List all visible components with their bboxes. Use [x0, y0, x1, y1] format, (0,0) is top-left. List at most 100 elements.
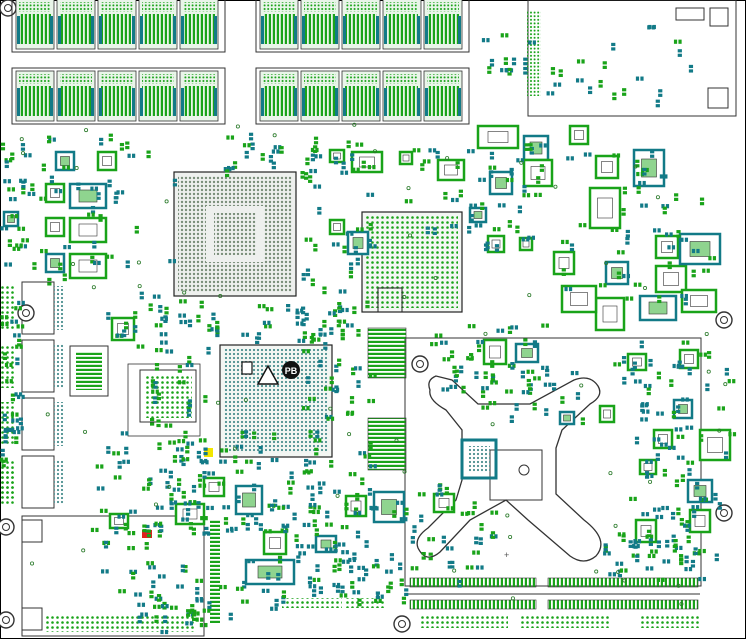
passive-pad — [367, 165, 372, 170]
passive-pad — [449, 354, 455, 359]
passive-pad — [685, 425, 689, 430]
passive-pad — [99, 137, 104, 142]
passive-pad — [317, 211, 322, 215]
passive-pad — [348, 472, 352, 477]
passive-pad — [702, 548, 706, 554]
passive-pad — [492, 227, 497, 232]
passive-pad — [120, 333, 124, 338]
passive-pad — [677, 49, 682, 53]
passive-pad — [182, 380, 186, 385]
passive-pad — [185, 450, 190, 454]
passive-pad — [172, 455, 178, 459]
component-body — [320, 539, 332, 549]
passive-pad — [21, 186, 26, 190]
passive-pad — [465, 511, 469, 516]
via — [616, 570, 621, 575]
passive-pad — [662, 211, 667, 215]
passive-pad — [49, 175, 55, 179]
passive-pad — [329, 327, 334, 331]
passive-pad — [154, 363, 160, 367]
passive-pad — [273, 499, 278, 503]
passive-pad — [467, 225, 472, 230]
passive-pad — [3, 427, 8, 433]
via — [182, 290, 187, 295]
left-connector-pins — [0, 468, 16, 498]
passive-pad — [310, 153, 316, 157]
passive-pad — [311, 332, 316, 337]
passive-pad — [162, 606, 167, 610]
passive-pad — [342, 319, 347, 324]
passive-pad — [673, 39, 678, 44]
passive-pad — [665, 539, 670, 544]
via — [328, 406, 333, 411]
passive-pad — [16, 324, 20, 329]
passive-pad — [337, 309, 343, 314]
passive-pad — [256, 466, 261, 470]
via — [372, 149, 377, 154]
passive-pad — [523, 342, 528, 347]
passive-pad — [15, 344, 19, 349]
bottom-header-pins — [46, 614, 196, 632]
passive-pad — [0, 457, 4, 462]
passive-pad — [699, 438, 704, 442]
passive-pad — [444, 491, 449, 495]
passive-pad — [333, 161, 339, 165]
passive-pad — [636, 171, 640, 177]
passive-pad — [349, 569, 354, 574]
passive-pad — [195, 591, 200, 595]
passive-pad — [399, 578, 404, 582]
passive-pad — [286, 504, 290, 509]
passive-pad — [185, 621, 189, 626]
passive-pad — [181, 517, 185, 522]
passive-pad — [312, 589, 317, 593]
passive-pad — [546, 91, 550, 96]
memory-chip-rail — [173, 88, 176, 116]
passive-pad — [157, 442, 162, 446]
passive-pad — [355, 257, 360, 261]
passive-pad — [338, 289, 342, 294]
passive-pad — [493, 165, 497, 170]
passive-pad — [90, 205, 96, 210]
passive-pad — [553, 82, 557, 87]
passive-pad — [696, 248, 700, 254]
passive-pad — [685, 397, 689, 402]
memory-chip-pins — [183, 86, 215, 116]
passive-pad — [479, 527, 484, 531]
passive-pad — [575, 392, 581, 396]
passive-pad — [687, 523, 691, 528]
passive-pad — [180, 584, 184, 589]
passive-pad — [522, 193, 526, 198]
passive-pad — [169, 502, 174, 506]
passive-pad — [705, 387, 710, 392]
passive-pad — [16, 426, 20, 431]
memory-chip-pads — [386, 74, 418, 84]
debug-header-pins — [346, 598, 386, 608]
passive-pad — [288, 486, 293, 491]
passive-pad — [575, 78, 580, 83]
passive-pad — [425, 226, 430, 230]
passive-pad — [17, 333, 21, 338]
passive-pad — [439, 333, 443, 338]
passive-pad — [467, 324, 472, 329]
passive-pad — [277, 560, 283, 564]
passive-pad — [667, 265, 672, 270]
via — [84, 128, 89, 133]
passive-pad — [146, 534, 152, 538]
passive-pad — [306, 349, 310, 354]
passive-pad — [154, 367, 160, 371]
passive-pad — [0, 315, 4, 320]
passive-pad — [151, 580, 156, 584]
passive-pad — [13, 197, 17, 202]
passive-pad — [432, 231, 437, 236]
passive-pad — [509, 415, 514, 419]
component-body — [402, 154, 410, 162]
passive-pad — [273, 145, 277, 150]
passive-pad — [697, 551, 701, 556]
passive-pad — [305, 162, 310, 166]
passive-pad — [545, 368, 550, 373]
passive-pad — [355, 492, 360, 497]
memory-chip-rail — [140, 16, 143, 44]
left-connector-pads — [54, 460, 64, 504]
passive-pad — [134, 230, 139, 234]
passive-pad — [14, 440, 19, 445]
